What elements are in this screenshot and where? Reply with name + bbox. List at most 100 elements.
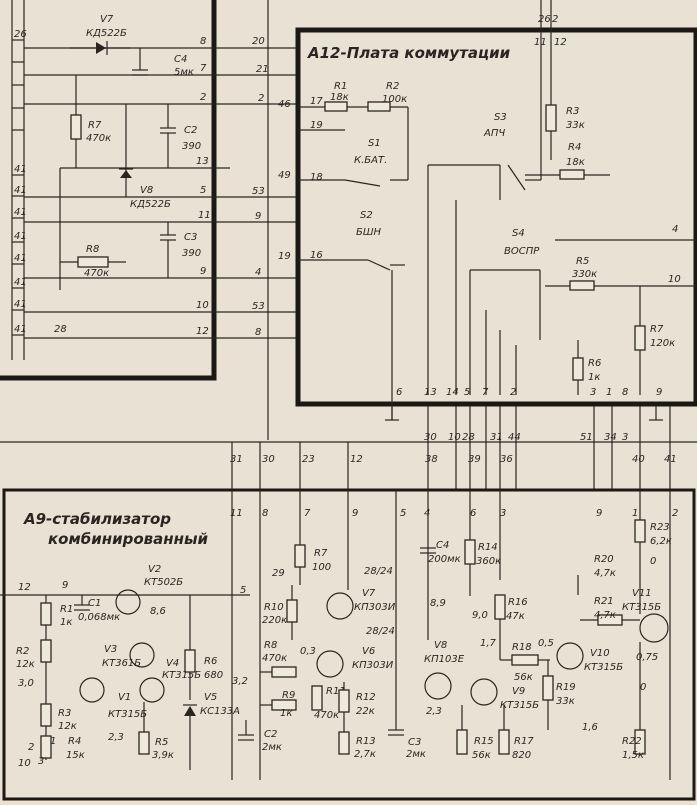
svg-text:R14: R14: [478, 542, 498, 553]
zener-v5: V5 КС133А: [183, 692, 240, 770]
svg-text:29: 29: [272, 568, 285, 579]
resistor-r7-a12: R7 120к: [634, 286, 675, 395]
switch-s1: S1 К.БАТ.: [298, 129, 408, 187]
capacitor-c3-left: C3 390: [160, 222, 201, 278]
svg-text:9: 9: [352, 508, 358, 519]
svg-text:КТ315Б: КТ315Б: [622, 602, 661, 613]
resistor-r11-a9: R11 470к: [311, 685, 346, 721]
resistor-r21-a9: R21 4,7к: [580, 596, 640, 626]
svg-text:R18: R18: [512, 642, 532, 653]
svg-text:56к: 56к: [514, 672, 533, 683]
svg-text:19: 19: [310, 120, 323, 131]
svg-text:БШН: БШН: [356, 227, 382, 238]
svg-text:8,6: 8,6: [150, 606, 166, 617]
svg-text:R3: R3: [58, 708, 71, 719]
svg-text:V8: V8: [434, 640, 447, 651]
svg-text:C2: C2: [264, 729, 277, 740]
transistor-v2: V2 КТ502Б: [115, 564, 183, 615]
svg-text:3,0: 3,0: [18, 678, 34, 689]
svg-text:13: 13: [424, 387, 437, 398]
svg-text:3: 3: [590, 387, 596, 398]
svg-text:V11: V11: [632, 588, 652, 599]
transistor-v6: V6 КП303И: [316, 646, 394, 678]
svg-text:2: 2: [28, 742, 34, 753]
svg-text:9: 9: [62, 580, 68, 591]
svg-text:R1: R1: [60, 604, 73, 615]
svg-text:КТ361Б: КТ361Б: [102, 658, 141, 669]
svg-text:R7: R7: [650, 324, 664, 335]
resistor-r12-a9: R12 22к: [338, 682, 376, 717]
svg-text:C3: C3: [184, 232, 197, 243]
svg-text:S1: S1: [368, 138, 381, 149]
edge-pin-label: 41: [14, 164, 27, 175]
svg-text:470к: 470к: [84, 268, 109, 279]
inner-pin-label: 13: [196, 156, 209, 167]
svg-text:15к: 15к: [66, 750, 85, 761]
resistor-r5-a12: R5 330к: [545, 256, 696, 291]
svg-text:R15: R15: [474, 736, 494, 747]
svg-text:КТ315Б: КТ315Б: [584, 662, 623, 673]
svg-text:C3: C3: [408, 737, 421, 748]
bus-label: 28: [462, 432, 475, 443]
resistor-r17-a9: R17 820: [498, 705, 534, 761]
svg-text:R7: R7: [314, 548, 328, 559]
wire-label: 19: [278, 251, 291, 262]
resistor-r18-a9: R18 56к: [500, 642, 550, 683]
resistor-r2-a9: [40, 639, 52, 663]
bus-label: 30: [262, 454, 275, 465]
resistor-r4-a12: R4 18к: [525, 142, 610, 180]
resistor-r3-a9: [40, 703, 52, 727]
a12-frame: [295, 27, 697, 407]
svg-text:R2: R2: [16, 646, 29, 657]
svg-text:3,9к: 3,9к: [152, 750, 174, 761]
svg-text:V1: V1: [118, 692, 131, 703]
resistor-r23-a9: R23 6,2к: [634, 519, 672, 614]
svg-text:6: 6: [396, 387, 402, 398]
svg-text:R10: R10: [264, 602, 284, 613]
resistor-r10-a9: R10 220к: [262, 585, 298, 640]
bus-label: 31: [490, 432, 503, 443]
inner-pin-label: 8: [200, 36, 206, 47]
capacitor-c4-a9: C4 200мк: [420, 540, 461, 565]
svg-text:R21: R21: [594, 596, 614, 607]
svg-text:11: 11: [230, 508, 243, 519]
svg-text:390: 390: [182, 141, 201, 152]
resistor-r3-a12: R3 33к: [545, 104, 585, 160]
svg-text:120к: 120к: [650, 338, 675, 349]
wire-label: 21: [256, 64, 269, 75]
inner-pin-label: 2: [200, 92, 206, 103]
svg-text:V8: V8: [140, 185, 153, 196]
svg-text:4: 4: [424, 508, 430, 519]
resistor-r2: R2 100к: [347, 81, 409, 180]
svg-text:200мк: 200мк: [428, 554, 461, 565]
svg-text:12: 12: [554, 37, 567, 48]
resistor-r9-a9: R9 1к: [260, 690, 297, 719]
svg-text:2мк: 2мк: [406, 749, 426, 760]
svg-text:0,5: 0,5: [538, 638, 554, 649]
switch-s3: S3 АПЧ: [427, 112, 541, 395]
svg-text:S4: S4: [512, 228, 525, 239]
edge-pin-label: 41: [14, 324, 27, 335]
svg-text:330к: 330к: [572, 269, 597, 280]
svg-text:56к: 56к: [472, 750, 491, 761]
a9-title-line1: А9-стабилизатор: [23, 510, 171, 528]
svg-text:11: 11: [534, 37, 547, 48]
svg-text:0: 0: [640, 682, 646, 693]
svg-text:КД522Б: КД522Б: [130, 199, 171, 210]
svg-text:9: 9: [656, 387, 662, 398]
transistor-v10: V10 КТ315Б: [556, 642, 623, 673]
edge-pin-label: 41: [14, 185, 27, 196]
svg-text:6,2к: 6,2к: [650, 536, 672, 547]
svg-text:R5: R5: [155, 737, 168, 748]
svg-text:R5: R5: [576, 256, 589, 267]
svg-text:V3: V3: [104, 644, 117, 655]
edge-pin-label: 26: [14, 29, 27, 40]
bus-label: 36: [500, 454, 513, 465]
svg-text:V10: V10: [590, 648, 610, 659]
svg-text:КТ315Б: КТ315Б: [500, 700, 539, 711]
bus-label: 30: [424, 432, 437, 443]
svg-text:16: 16: [310, 250, 323, 261]
svg-text:1: 1: [632, 508, 638, 519]
svg-text:R6: R6: [204, 656, 217, 667]
svg-text:820: 820: [512, 750, 531, 761]
